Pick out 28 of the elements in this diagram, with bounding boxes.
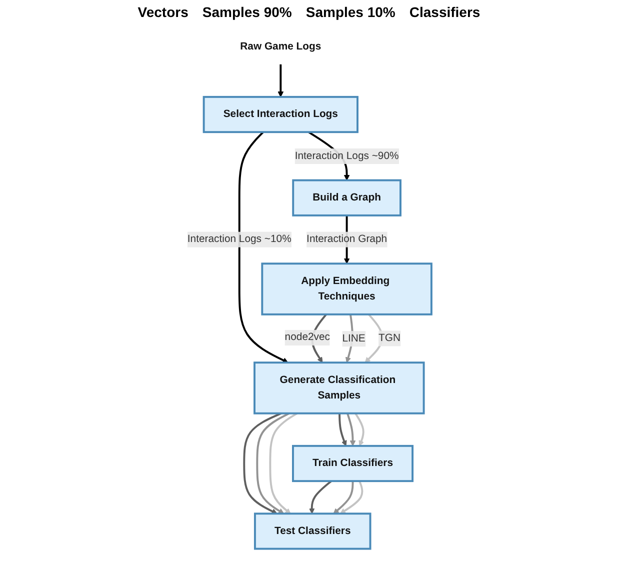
arrow xyxy=(346,413,356,446)
arrow xyxy=(268,412,298,514)
arrow xyxy=(256,412,290,514)
arrow xyxy=(238,131,288,363)
brace-label: Vectors xyxy=(138,4,188,20)
brace-label: Samples 10% xyxy=(306,4,396,20)
edge-label: TGN xyxy=(378,332,400,344)
edge-label: node2vec xyxy=(284,332,330,343)
brace-label: Samples 90% xyxy=(202,4,292,20)
brace-label: Classifiers xyxy=(409,4,480,20)
arrow xyxy=(332,481,354,514)
arrow xyxy=(338,413,346,446)
edge-label: Interaction Graph xyxy=(306,234,387,245)
node-box: Generate Classification Samples xyxy=(253,362,424,414)
edge-label: Interaction Logs ~10% xyxy=(186,234,291,245)
node-box: Train Classifiers xyxy=(292,444,414,482)
arrow xyxy=(308,480,332,514)
node-box: Build a Graph xyxy=(292,179,402,216)
arrow xyxy=(277,64,284,98)
node-text: Raw Game Logs xyxy=(240,40,321,52)
node-box: Apply Embedding Techniques xyxy=(260,262,432,316)
edge-label: Interaction Logs ~90% xyxy=(294,150,398,162)
arrow xyxy=(242,412,282,514)
node-box: Test Classifiers xyxy=(254,512,371,550)
arrow xyxy=(340,480,363,514)
edge-label: LINE xyxy=(342,333,365,344)
node-box: Select Interaction Logs xyxy=(202,96,358,134)
arrow xyxy=(354,412,364,446)
